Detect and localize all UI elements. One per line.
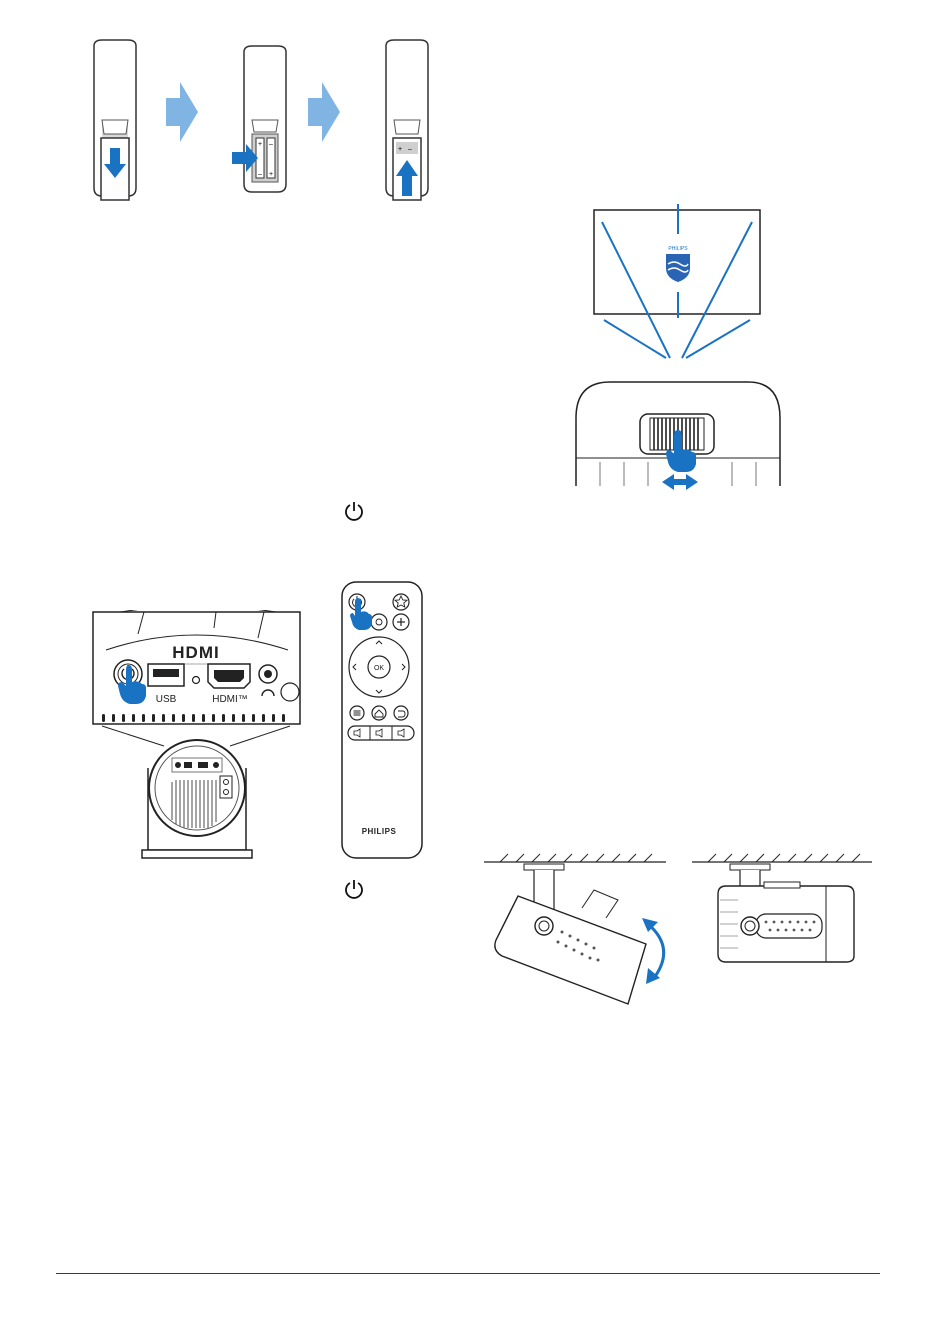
svg-text:+: + bbox=[398, 146, 402, 153]
svg-text:+: + bbox=[269, 171, 273, 178]
remote-step-2: + – – + bbox=[232, 46, 286, 192]
step-arrow-icon bbox=[166, 82, 198, 142]
footer-rule bbox=[56, 1273, 880, 1274]
power-icon bbox=[343, 500, 365, 522]
brightness-button bbox=[371, 614, 387, 630]
remote-step-3: + – bbox=[386, 40, 428, 200]
ports-figure: HDMI USB HDMI™ bbox=[92, 610, 302, 862]
back-button bbox=[394, 706, 408, 720]
power-icon bbox=[343, 878, 365, 900]
remote-figure: OK PHILIPS bbox=[340, 580, 424, 860]
tilted-projector bbox=[495, 864, 646, 1004]
svg-text:+: + bbox=[258, 141, 262, 148]
hdmi-logo: HDMI bbox=[172, 643, 219, 662]
svg-text:PHILIPS: PHILIPS bbox=[668, 246, 688, 252]
home-button bbox=[372, 706, 386, 720]
ceiling-mount-figure bbox=[482, 852, 874, 1012]
svg-text:–: – bbox=[269, 141, 273, 148]
remote-step-1 bbox=[94, 40, 136, 200]
hdmi-label: HDMI™ bbox=[212, 694, 248, 705]
step-arrow-icon bbox=[308, 82, 340, 142]
svg-text:OK: OK bbox=[374, 665, 384, 672]
svg-text:–: – bbox=[258, 171, 262, 178]
rotate-arrow-icon bbox=[648, 924, 664, 978]
remote-battery-figure: + – – + + – bbox=[80, 38, 440, 208]
horizontal-projector bbox=[718, 864, 854, 962]
focus-figure: PHILIPS bbox=[570, 200, 800, 492]
remote-brand: PHILIPS bbox=[362, 827, 397, 836]
philips-shield-icon: PHILIPS bbox=[666, 246, 690, 282]
usb-label: USB bbox=[156, 694, 177, 705]
svg-text:–: – bbox=[408, 146, 412, 153]
